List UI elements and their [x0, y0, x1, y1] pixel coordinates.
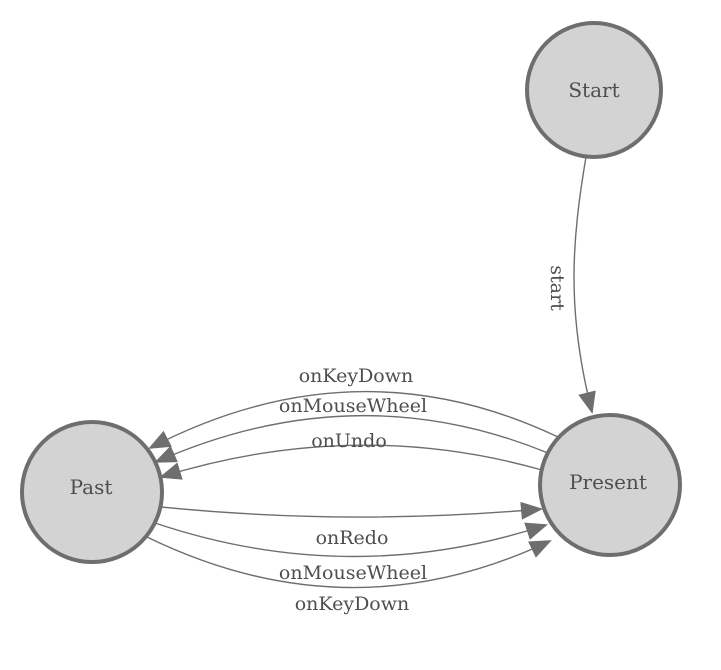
state-node-present	[538, 413, 682, 557]
state-node-past	[20, 420, 164, 564]
edge-label-onredo: onRedo	[316, 527, 389, 549]
node-label-past: Past	[70, 475, 113, 499]
transition-past-to-present-onmousewheel	[154, 522, 548, 558]
transition-present-to-past-onkeydown	[148, 390, 559, 449]
transition-present-to-past-onmousewheel	[154, 414, 549, 463]
edge-label-onmousewheel-bottom: onMouseWheel	[279, 562, 427, 584]
node-label-present: Present	[569, 470, 647, 494]
edge-label-onundo: onUndo	[311, 430, 387, 452]
edge-label-onkeydown-bottom: onKeyDown	[295, 593, 410, 615]
transition-past-to-present-onredo	[160, 501, 543, 520]
transition-start-to-present	[573, 156, 596, 414]
transition-present-to-past-onundo	[159, 444, 543, 480]
edge-label-start: start	[546, 265, 568, 311]
transition-past-to-present-onkeydown	[146, 536, 552, 589]
state-node-start	[525, 21, 663, 159]
edge-label-onmousewheel-top: onMouseWheel	[279, 395, 427, 417]
edge-label-onkeydown-top: onKeyDown	[299, 365, 414, 387]
node-label-start: Start	[568, 78, 619, 102]
